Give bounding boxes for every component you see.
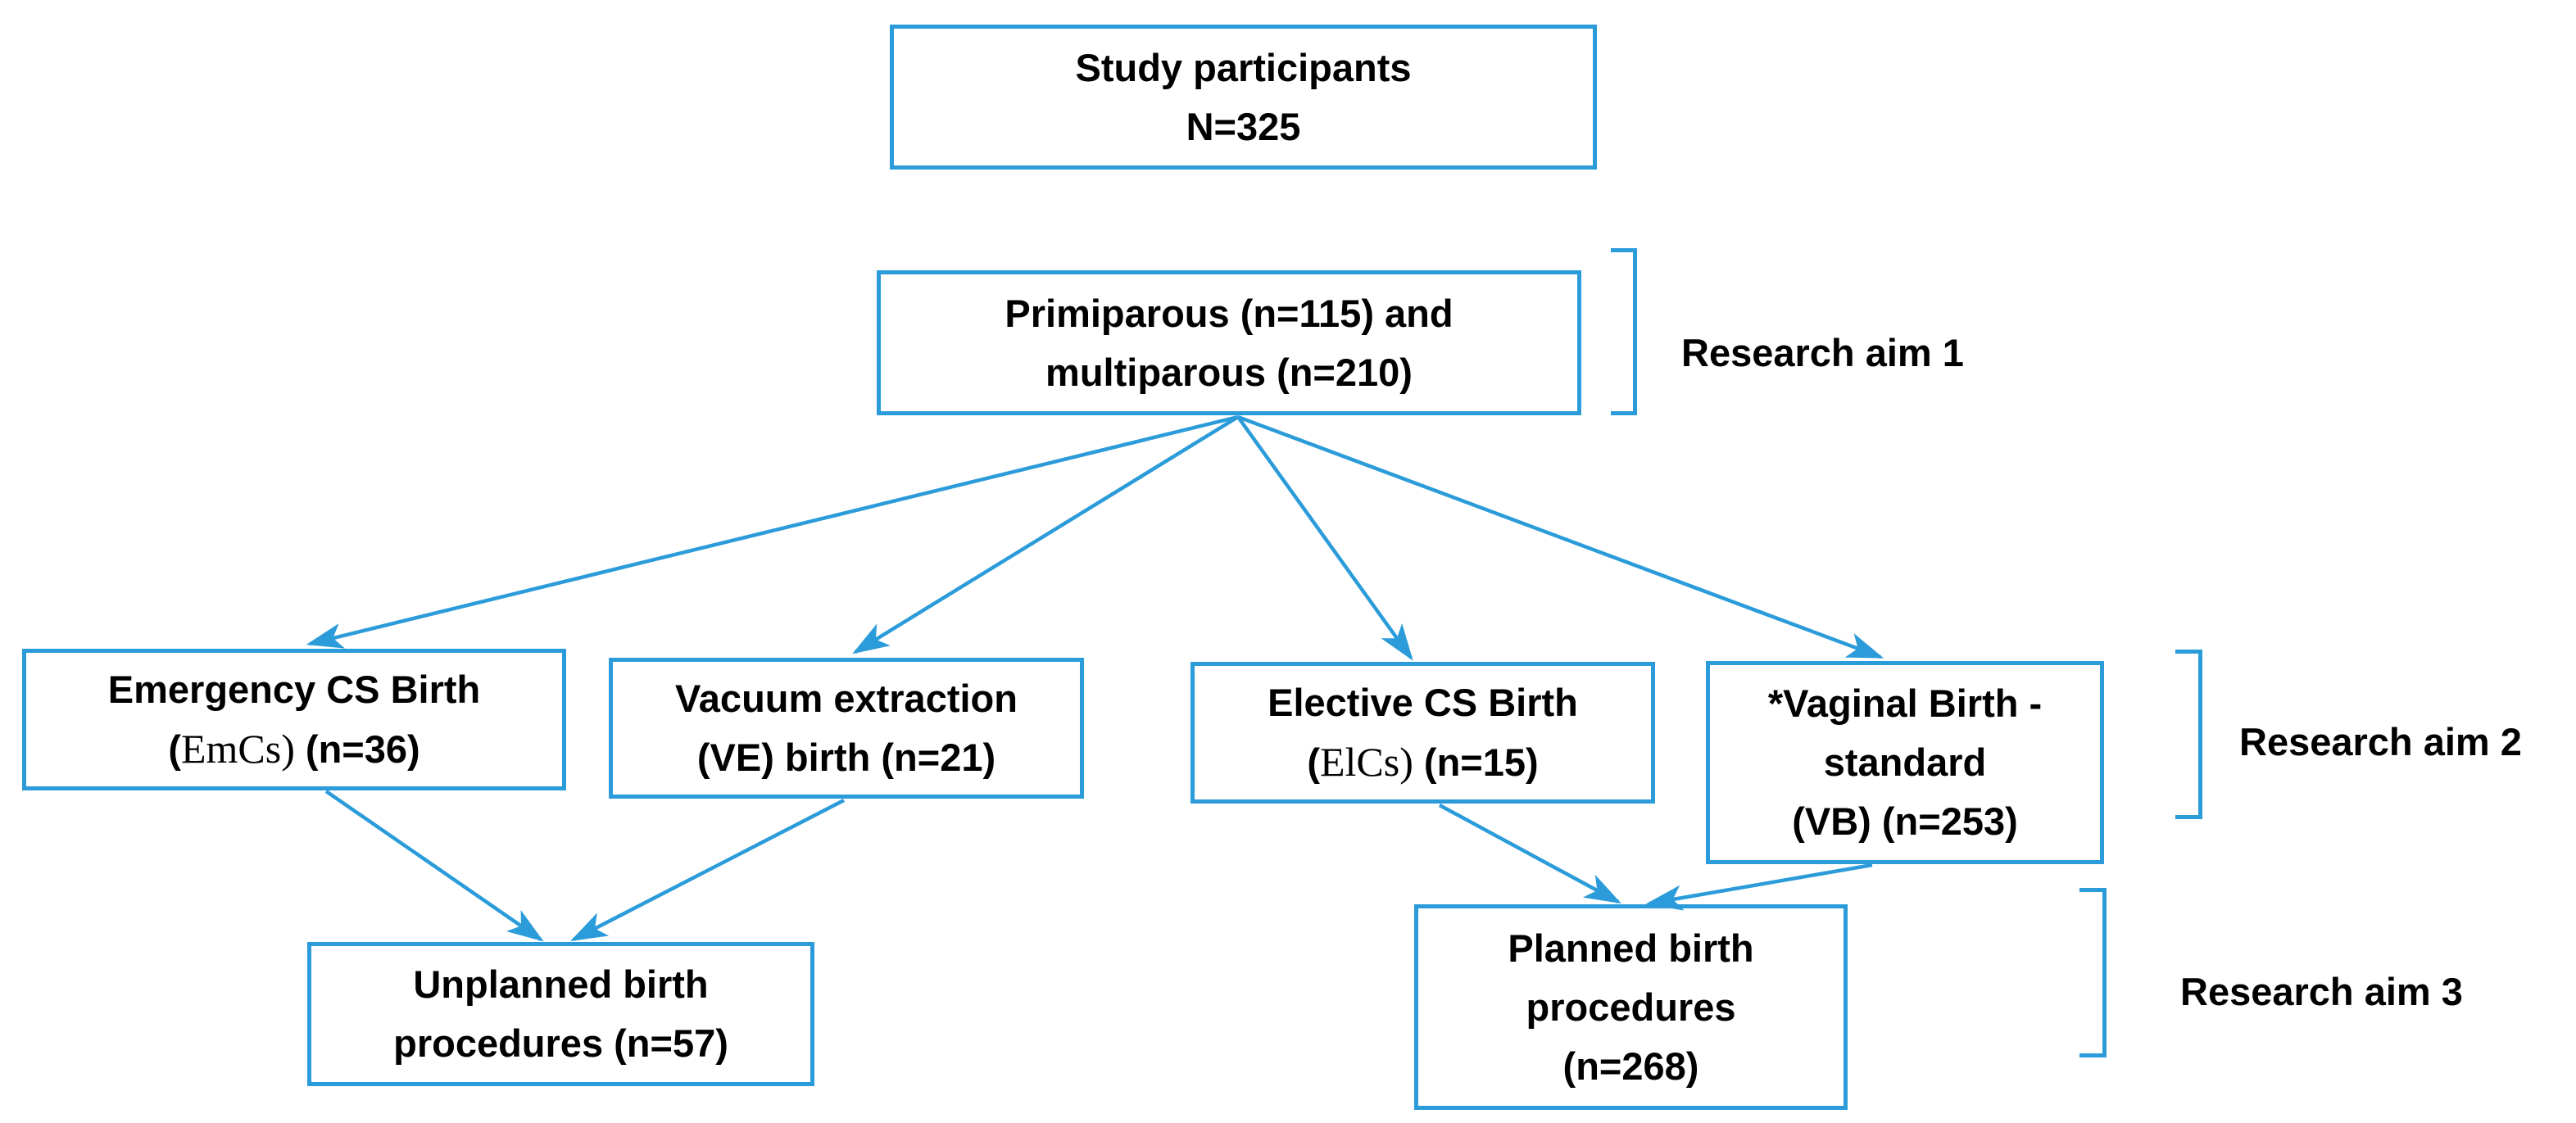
- node-vacuum-extraction-birth: Vacuum extraction (VE) birth (n=21): [609, 658, 1084, 799]
- node-emergency-cs-birth: Emergency CS Birth (EmCs) (n=36): [22, 649, 566, 790]
- arrow-parity-to-emergency-cs: [306, 414, 1239, 649]
- node-elective-cs-birth: Elective CS Birth (ElCs) (n=15): [1190, 662, 1655, 804]
- node-study-participants: Study participants N=325: [890, 25, 1597, 170]
- arrow-vaginal-birth-to-planned: [1645, 863, 1873, 911]
- node-text-line: N=325: [1186, 104, 1301, 148]
- node-text-line: procedures: [1526, 985, 1736, 1029]
- arrow-parity-to-vacuum-extraction: [852, 415, 1240, 654]
- node-text-line: *Vaginal Birth -: [1767, 681, 2043, 725]
- research-aim-1-bracket: [1611, 248, 1637, 415]
- node-text-line: (n=268): [1562, 1044, 1699, 1088]
- node-text-line: Emergency CS Birth: [107, 668, 481, 711]
- node-text-line: Primiparous (n=115) and: [1005, 291, 1454, 335]
- node-unplanned-birth-procedures: Unplanned birth procedures (n=57): [307, 942, 814, 1086]
- node-text-line: standard: [1823, 740, 1987, 784]
- node-text-line: Study participants: [1075, 45, 1412, 89]
- node-text-line: (VB) (n=253): [1792, 799, 2018, 843]
- node-text-line: Unplanned birth: [413, 962, 709, 1006]
- research-aim-3-bracket: [2079, 888, 2107, 1057]
- arrow-parity-to-vaginal-birth: [1237, 414, 1884, 659]
- arrow-elective-cs-to-planned: [1438, 804, 1621, 904]
- abbr-serif: EmCs): [180, 726, 295, 772]
- abbr-serif: ElCs): [1319, 739, 1413, 785]
- node-text-line: Elective CS Birth: [1268, 681, 1578, 724]
- node-text-line: (EmCs) (n=36): [168, 719, 420, 779]
- arrow-emergency-cs-to-unplanned: [324, 790, 544, 942]
- node-text-line: procedures (n=57): [393, 1021, 728, 1065]
- node-text-line: Planned birth: [1508, 926, 1754, 970]
- count-bold: (n=36): [294, 727, 420, 771]
- node-parity: Primiparous (n=115) and multiparous (n=2…: [877, 270, 1581, 415]
- arrow-vacuum-extraction-to-unplanned: [569, 798, 846, 942]
- research-aim-2-label: Research aim 2: [2239, 720, 2522, 763]
- research-aim-3-label: Research aim 3: [2180, 970, 2463, 1013]
- count-bold: (n=15): [1413, 740, 1539, 784]
- research-aim-1-label: Research aim 1: [1681, 331, 1964, 374]
- node-planned-birth-procedures: Planned birth procedures (n=268): [1414, 904, 1848, 1110]
- node-vaginal-birth-standard: *Vaginal Birth - standard (VB) (n=253): [1706, 661, 2104, 864]
- node-text-line: (ElCs) (n=15): [1307, 732, 1538, 792]
- arrow-parity-to-elective-cs: [1236, 415, 1413, 661]
- paren-bold: (: [1307, 740, 1320, 784]
- paren-bold: (: [168, 727, 181, 771]
- node-text-line: (VE) birth (n=21): [696, 736, 996, 779]
- node-text-line: Vacuum extraction: [675, 677, 1018, 720]
- research-aim-2-bracket: [2175, 650, 2202, 819]
- node-text-line: multiparous (n=210): [1045, 350, 1413, 394]
